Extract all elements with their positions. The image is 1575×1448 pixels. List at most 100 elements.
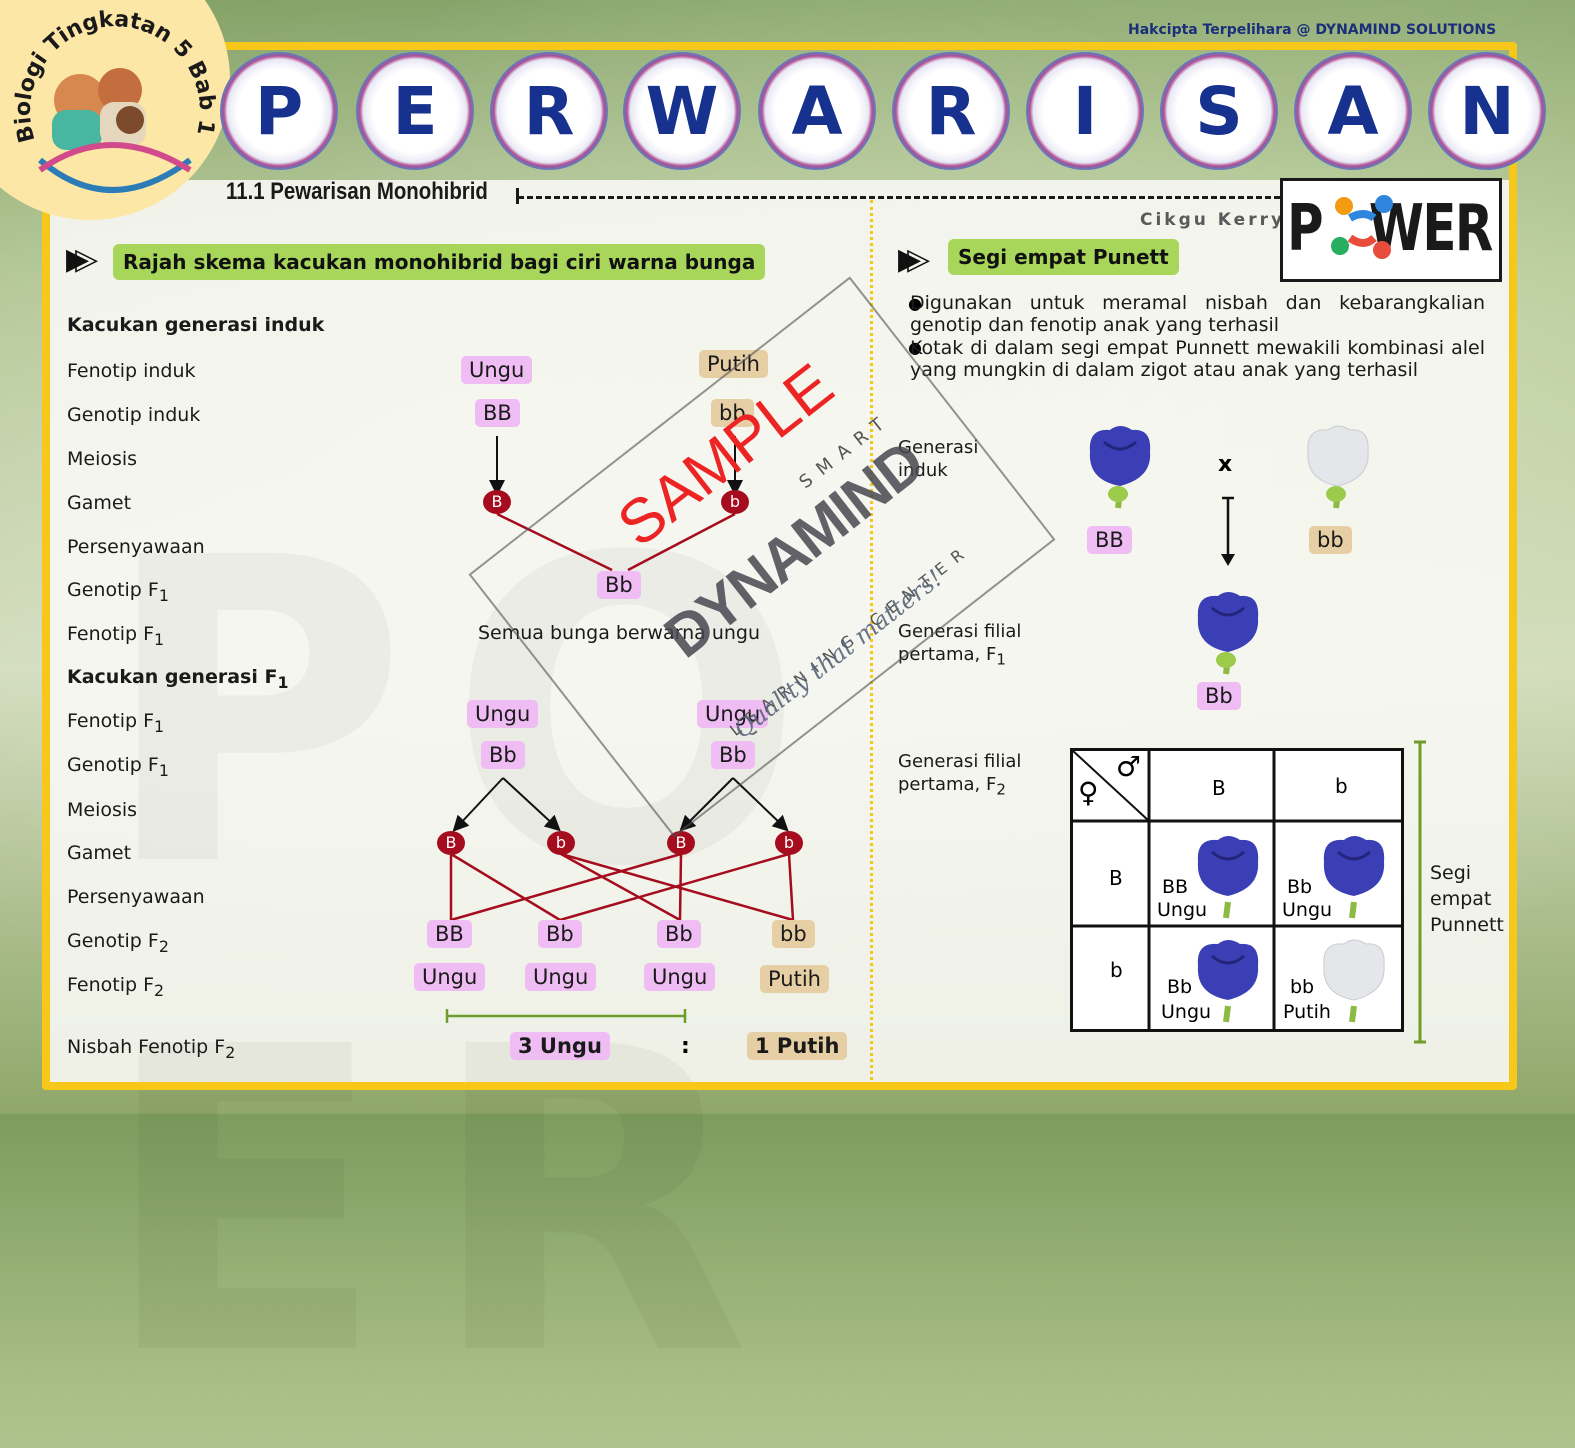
chevron-right-icon: ▶▷ <box>898 242 930 277</box>
punnett-col-header: B <box>1212 776 1226 800</box>
row-label: Genotip F1 <box>67 754 169 780</box>
section-subtitle: 11.1 Pewarisan Monohibrid <box>226 178 488 205</box>
row-label: Fenotip F1 <box>67 623 165 649</box>
bullet-icon: ● <box>908 338 922 357</box>
left-heading: Rajah skema kacukan monohibrid bagi ciri… <box>113 244 766 280</box>
right-parent1-genotype: BB <box>1087 526 1132 554</box>
ratio-separator: : <box>681 1034 690 1059</box>
dashed-rule <box>518 196 1280 199</box>
white-flower-image <box>1307 425 1369 509</box>
row-label: Nisbah Fenotip F2 <box>67 1036 236 1062</box>
f1-parent-phenotype: Ungu <box>467 700 539 728</box>
f2-genotype: Bb <box>657 920 701 948</box>
row-label: Genotip induk <box>67 404 201 426</box>
title-letter: N <box>1428 52 1546 170</box>
punnett-col-header: b <box>1335 774 1348 798</box>
bullet-text: Kotak di dalam segi empat Punnett mewaki… <box>910 337 1485 381</box>
power-people-icon <box>1331 195 1393 259</box>
gamete-node: B <box>483 490 511 514</box>
author-name: Cikgu Kerry <box>1140 210 1286 230</box>
f2-gamete-node: b <box>547 831 575 855</box>
f1-parent-phenotype: Ungu <box>697 700 769 728</box>
row-label: Genotip F1 <box>67 579 169 605</box>
f2-gamete-node: B <box>667 831 695 855</box>
row-label: Persenyawaan <box>67 536 205 558</box>
f1-parent-genotype: Bb <box>481 741 525 769</box>
purple-flower-image <box>1197 592 1259 675</box>
row-label: Fenotip F1 <box>67 710 165 736</box>
dash-cap <box>516 188 519 204</box>
cross-diagram-lines <box>445 436 795 1023</box>
row-label: Gamet <box>67 842 132 864</box>
ratio-white: 1 Putih <box>747 1032 848 1060</box>
title-letter: S <box>1160 52 1278 170</box>
section1-title: Kacukan generasi induk <box>67 314 325 336</box>
badge-art: Biologi Tingkatan 5 Bab 11 <box>0 0 219 193</box>
title-letter: I <box>1026 52 1144 170</box>
column-divider <box>870 200 873 1080</box>
f2-phenotype: Ungu <box>414 963 486 991</box>
f2-phenotype: Ungu <box>525 963 597 991</box>
row-label: Gamet <box>67 492 132 514</box>
f2-phenotype: Putih <box>760 965 829 993</box>
row-label: Meiosis <box>67 799 138 821</box>
parent1-phenotype: Ungu <box>461 356 533 384</box>
parent2-genotype: bb <box>711 399 754 427</box>
bullet-icon: ● <box>908 294 922 313</box>
ratio-purple: 3 Ungu <box>510 1032 610 1060</box>
right-parent2-genotype: bb <box>1309 526 1352 554</box>
f2-gamete-node: B <box>437 831 465 855</box>
male-symbol-icon: ♂ <box>1116 750 1142 783</box>
purple-flower-image <box>1323 836 1385 919</box>
filial2-label: Generasi filial pertama, F2 <box>898 751 1022 799</box>
female-symbol-icon: ♀ <box>1078 776 1099 809</box>
punnett-side-label: Segi empat Punnett <box>1430 862 1504 936</box>
gen-induk-label: Generasi induk <box>898 437 979 481</box>
f2-genotype: bb <box>772 920 815 948</box>
title-letter: P <box>220 52 338 170</box>
purple-flower-image <box>1197 836 1259 919</box>
punnett-row-header: b <box>1110 958 1123 982</box>
f2-gamete-node: b <box>775 831 803 855</box>
cross-symbol: x <box>1218 452 1233 477</box>
row-label: Genotip F2 <box>67 930 169 956</box>
parent2-phenotype: Putih <box>699 350 768 378</box>
title-letter: R <box>490 52 608 170</box>
title-letter: R <box>892 52 1010 170</box>
f2-phenotype: Ungu <box>644 963 716 991</box>
f1-parent-genotype: Bb <box>711 741 755 769</box>
parent1-genotype: BB <box>475 399 520 427</box>
purple-flower-image <box>1089 426 1151 509</box>
purple-flower-image <box>1197 940 1259 1023</box>
punnett-row-header: B <box>1109 866 1123 890</box>
row-label: Meiosis <box>67 448 138 470</box>
bullet-text: Digunakan untuk meramal nisbah dan kebar… <box>910 292 1485 336</box>
title-letter: A <box>1294 52 1412 170</box>
title-letter: W <box>623 52 741 170</box>
filial1-label: Generasi filial pertama, F1 <box>898 621 1022 669</box>
white-flower-image <box>1323 939 1385 1023</box>
row-label: Persenyawaan <box>67 886 205 908</box>
f2-genotype: BB <box>427 920 472 948</box>
f2-genotype: Bb <box>538 920 582 948</box>
bracket-line <box>1414 740 1426 1044</box>
title-letter: E <box>356 52 474 170</box>
gamete-node: b <box>721 490 749 514</box>
f1-phenotype-text: Semua bunga berwarna ungu <box>478 622 761 644</box>
row-label: Fenotip F2 <box>67 974 165 1000</box>
punnett-grid-lines <box>1070 748 1404 1032</box>
right-f1-genotype: Bb <box>1197 682 1241 710</box>
right-heading: Segi empat Punett <box>948 239 1179 275</box>
title-letter: A <box>758 52 876 170</box>
f1-genotype: Bb <box>597 571 641 599</box>
row-label: Fenotip induk <box>67 360 196 382</box>
yellow-frame <box>42 42 1517 1090</box>
copyright-text: Hakcipta Terpelihara @ DYNAMIND SOLUTION… <box>1128 22 1497 38</box>
down-arrow-icon <box>1221 496 1235 566</box>
section2-title: Kacukan generasi F1 <box>67 666 289 692</box>
power-logo <box>1280 178 1502 282</box>
